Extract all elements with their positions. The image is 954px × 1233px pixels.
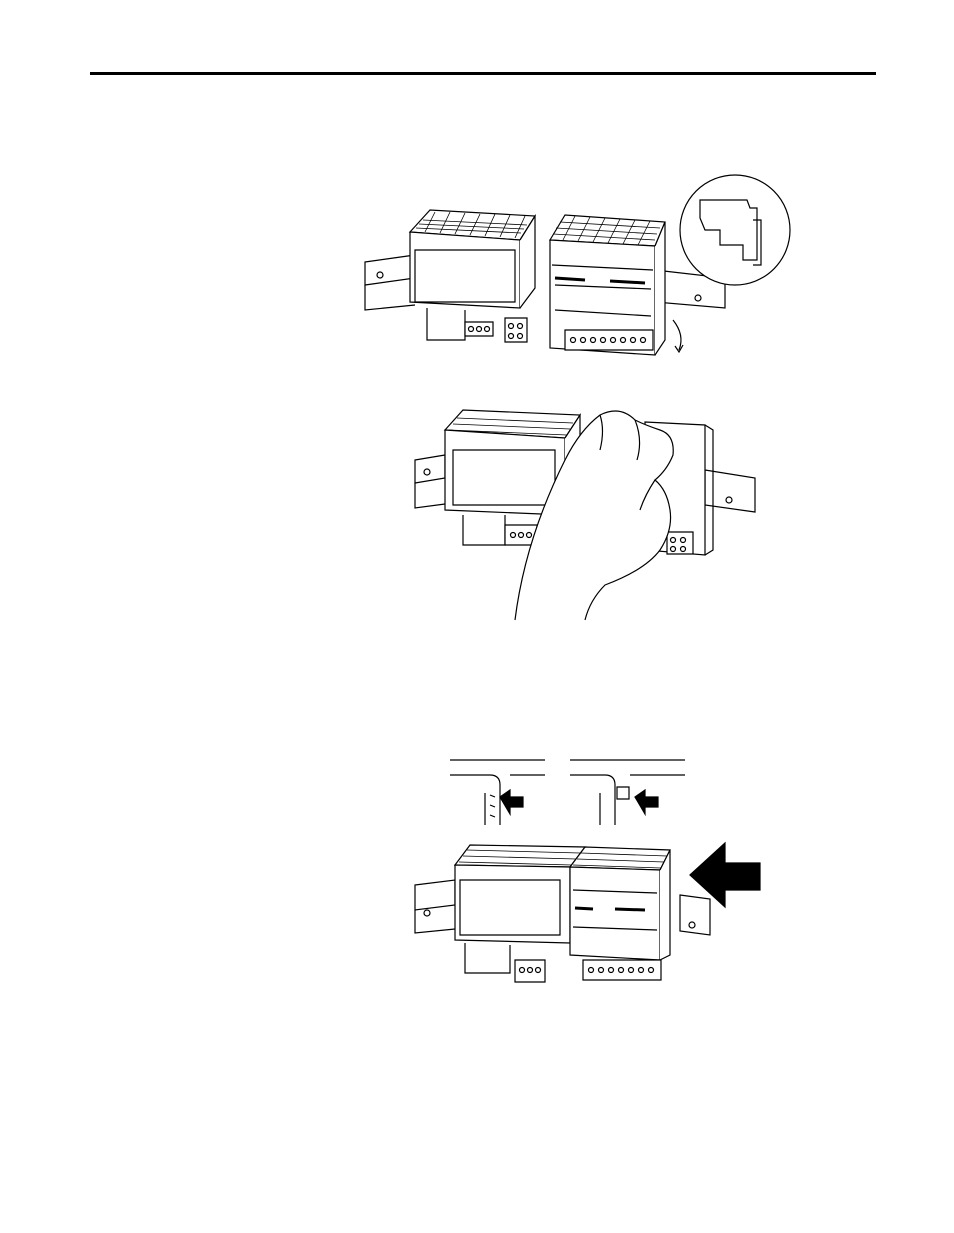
arrow-left-icon (635, 790, 658, 814)
slide-modules-together-illustration (405, 755, 775, 1000)
connector-detail-left (450, 760, 545, 825)
module-left (410, 210, 535, 342)
module-right (570, 847, 670, 980)
connector-detail-right (570, 760, 685, 825)
module-left (455, 845, 585, 982)
latch-detail-inset-icon (680, 175, 790, 285)
module-right (550, 215, 683, 355)
hand-press-module-illustration (405, 400, 775, 620)
arrow-left-icon (500, 790, 523, 814)
module-rail-mount-illustration (355, 170, 795, 380)
header-rule (90, 72, 876, 75)
